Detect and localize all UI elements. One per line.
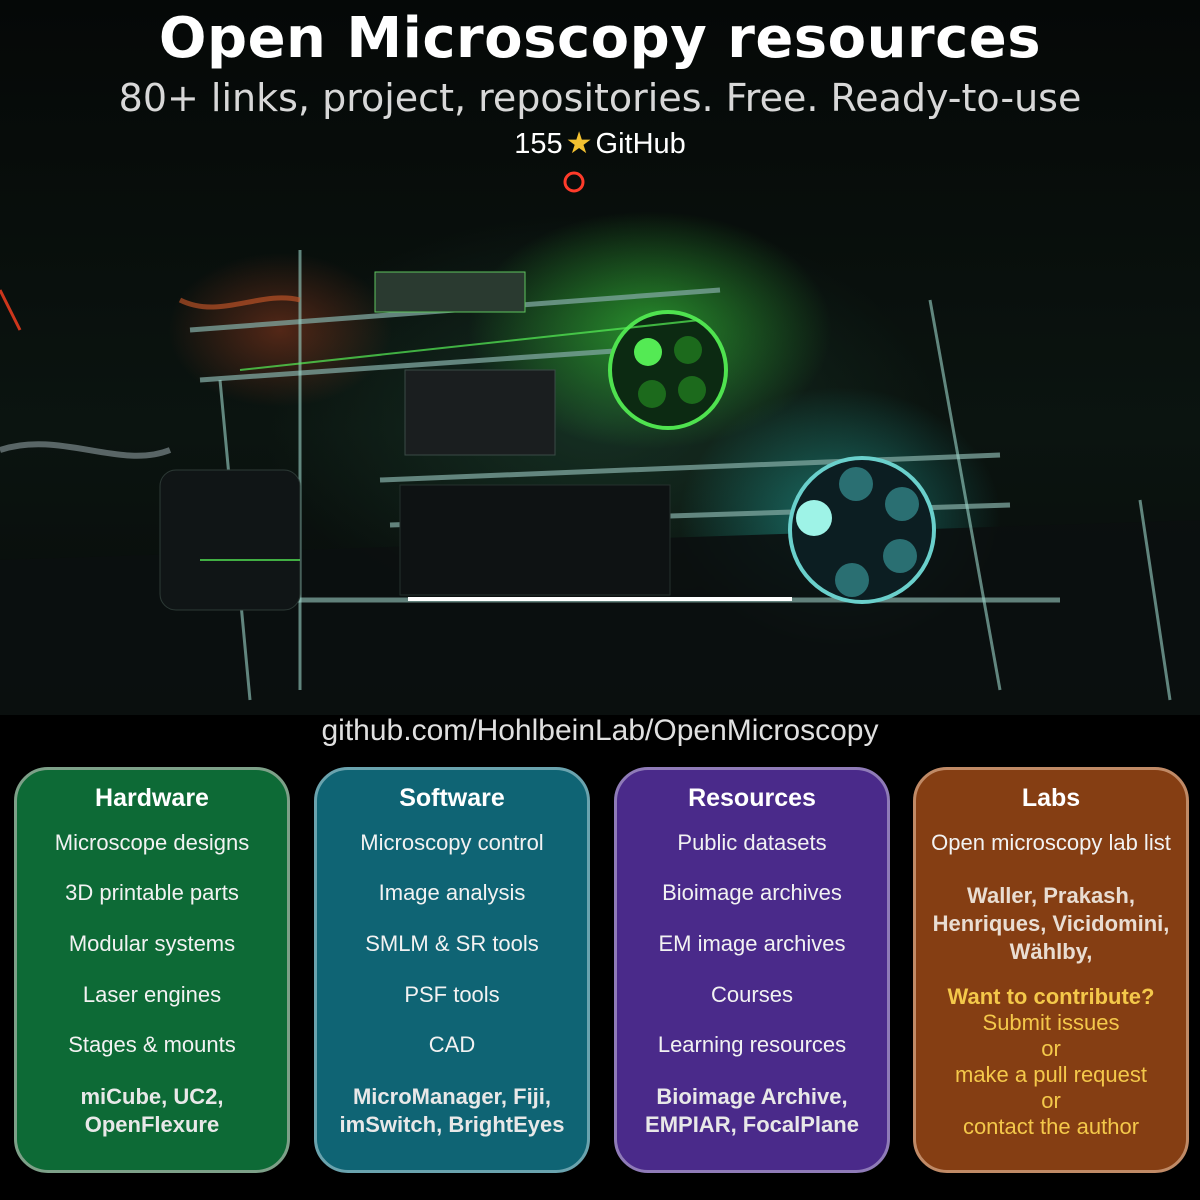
green-filter-wheel — [608, 310, 728, 430]
stars-count: 155 — [514, 128, 563, 160]
contribute-line: or — [1041, 1088, 1061, 1113]
list-item: Microscope designs — [54, 830, 250, 855]
list-item: Microscopy control — [360, 830, 544, 855]
list-item: 3D printable parts — [65, 880, 239, 905]
list-item: Image analysis — [378, 880, 526, 905]
lab-names-line: Henriques, Vicidomini, — [932, 911, 1170, 936]
page-title: Open Microscopy resources — [158, 6, 1042, 71]
card-title: Labs — [1021, 784, 1081, 812]
examples-line: imSwitch, BrightEyes — [339, 1112, 565, 1137]
card-title: Software — [399, 784, 505, 812]
contribute-line: contact the author — [962, 1114, 1140, 1139]
examples-line: EMPIAR, FocalPlane — [645, 1112, 859, 1137]
microscope-illustration — [0, 171, 1200, 715]
examples-line: OpenFlexure — [84, 1112, 220, 1137]
list-item: Laser engines — [82, 982, 222, 1007]
divider-line — [408, 597, 792, 601]
card-resources: Resources Public datasets Bioimage archi… — [614, 767, 890, 1173]
list-item: Stages & mounts — [68, 1032, 236, 1057]
page-subtitle: 80+ links, project, repositories. Free. … — [118, 76, 1082, 120]
examples-line: Bioimage Archive, — [656, 1084, 848, 1109]
examples-line: MicroManager, Fiji, — [352, 1084, 552, 1109]
lab-list-label: Open microscopy lab list — [931, 830, 1171, 855]
list-item: PSF tools — [404, 982, 500, 1007]
list-item: Courses — [711, 982, 793, 1007]
card-hardware: Hardware Microscope designs 3D printable… — [14, 767, 290, 1173]
red-led — [563, 171, 585, 193]
lab-names-line: Wählby, — [1009, 939, 1093, 964]
card-labs: Labs Open microscopy lab list Waller, Pr… — [913, 767, 1189, 1173]
card-software: Software Microscopy control Image analys… — [314, 767, 590, 1173]
card-title: Resources — [688, 784, 816, 812]
contribute-line: make a pull request — [955, 1062, 1147, 1087]
list-item: SMLM & SR tools — [365, 931, 539, 956]
lab-names: Waller, Prakash, Henriques, Vicidomini, … — [916, 882, 1186, 966]
contribute-line: or — [1041, 1036, 1061, 1061]
star-icon: ★ — [565, 127, 593, 160]
list-item: CAD — [428, 1032, 476, 1057]
card-title: Hardware — [95, 784, 209, 812]
repo-link[interactable]: github.com/HohlbeinLab/OpenMicroscopy — [321, 714, 879, 747]
contribute-title: Want to contribute? — [947, 984, 1155, 1009]
contribute-line: Submit issues — [982, 1010, 1120, 1035]
list-item: Learning resources — [657, 1032, 847, 1057]
list-item: Modular systems — [68, 931, 236, 956]
list-item: Public datasets — [677, 830, 827, 855]
list-item: Bioimage archives — [662, 880, 842, 905]
list-item: EM image archives — [658, 931, 846, 956]
examples-line: miCube, UC2, — [80, 1084, 224, 1109]
stars-label: GitHub — [595, 128, 686, 160]
microscope-photo — [0, 0, 1200, 715]
cyan-filter-wheel — [788, 456, 936, 604]
lab-names-line: Waller, Prakash, — [967, 883, 1135, 908]
github-stars: 155★GitHub — [0, 126, 1200, 161]
